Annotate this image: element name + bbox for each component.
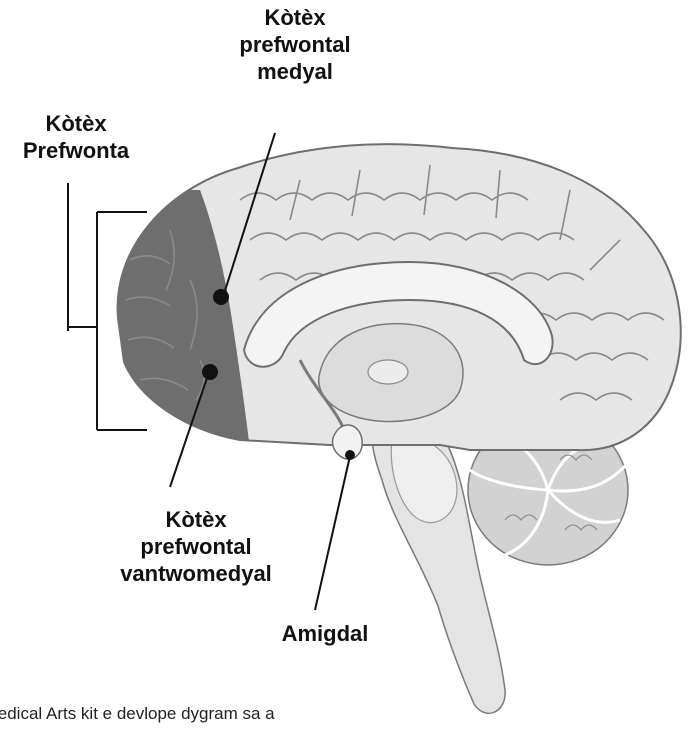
label-line: Kòtèx [96, 506, 296, 533]
label-line: Amigdal [250, 620, 400, 647]
label-line: Kòtèx [220, 4, 370, 31]
thalamic-nucleus [368, 360, 408, 384]
label-line: Kòtèx [0, 110, 152, 137]
label-ventromedial-prefrontal-cortex: Kòtèx prefwontal vantwomedyal [96, 506, 296, 587]
marker-dot-amygdala [345, 450, 355, 460]
caption-text: ledical Arts kit e devlope dygram sa a [0, 704, 275, 724]
label-line: Prefwonta [0, 137, 152, 164]
label-prefrontal-cortex: Kòtèx Prefwonta [0, 110, 152, 164]
label-line: vantwomedyal [96, 560, 296, 587]
label-medial-prefrontal-cortex: Kòtèx prefwontal medyal [220, 4, 370, 85]
label-line: medyal [220, 58, 370, 85]
label-line: prefwontal [96, 533, 296, 560]
label-line: prefwontal [220, 31, 370, 58]
marker-dot-medial-pfc [213, 289, 229, 305]
label-amygdala: Amigdal [250, 620, 400, 647]
marker-dot-vmpfc [202, 364, 218, 380]
